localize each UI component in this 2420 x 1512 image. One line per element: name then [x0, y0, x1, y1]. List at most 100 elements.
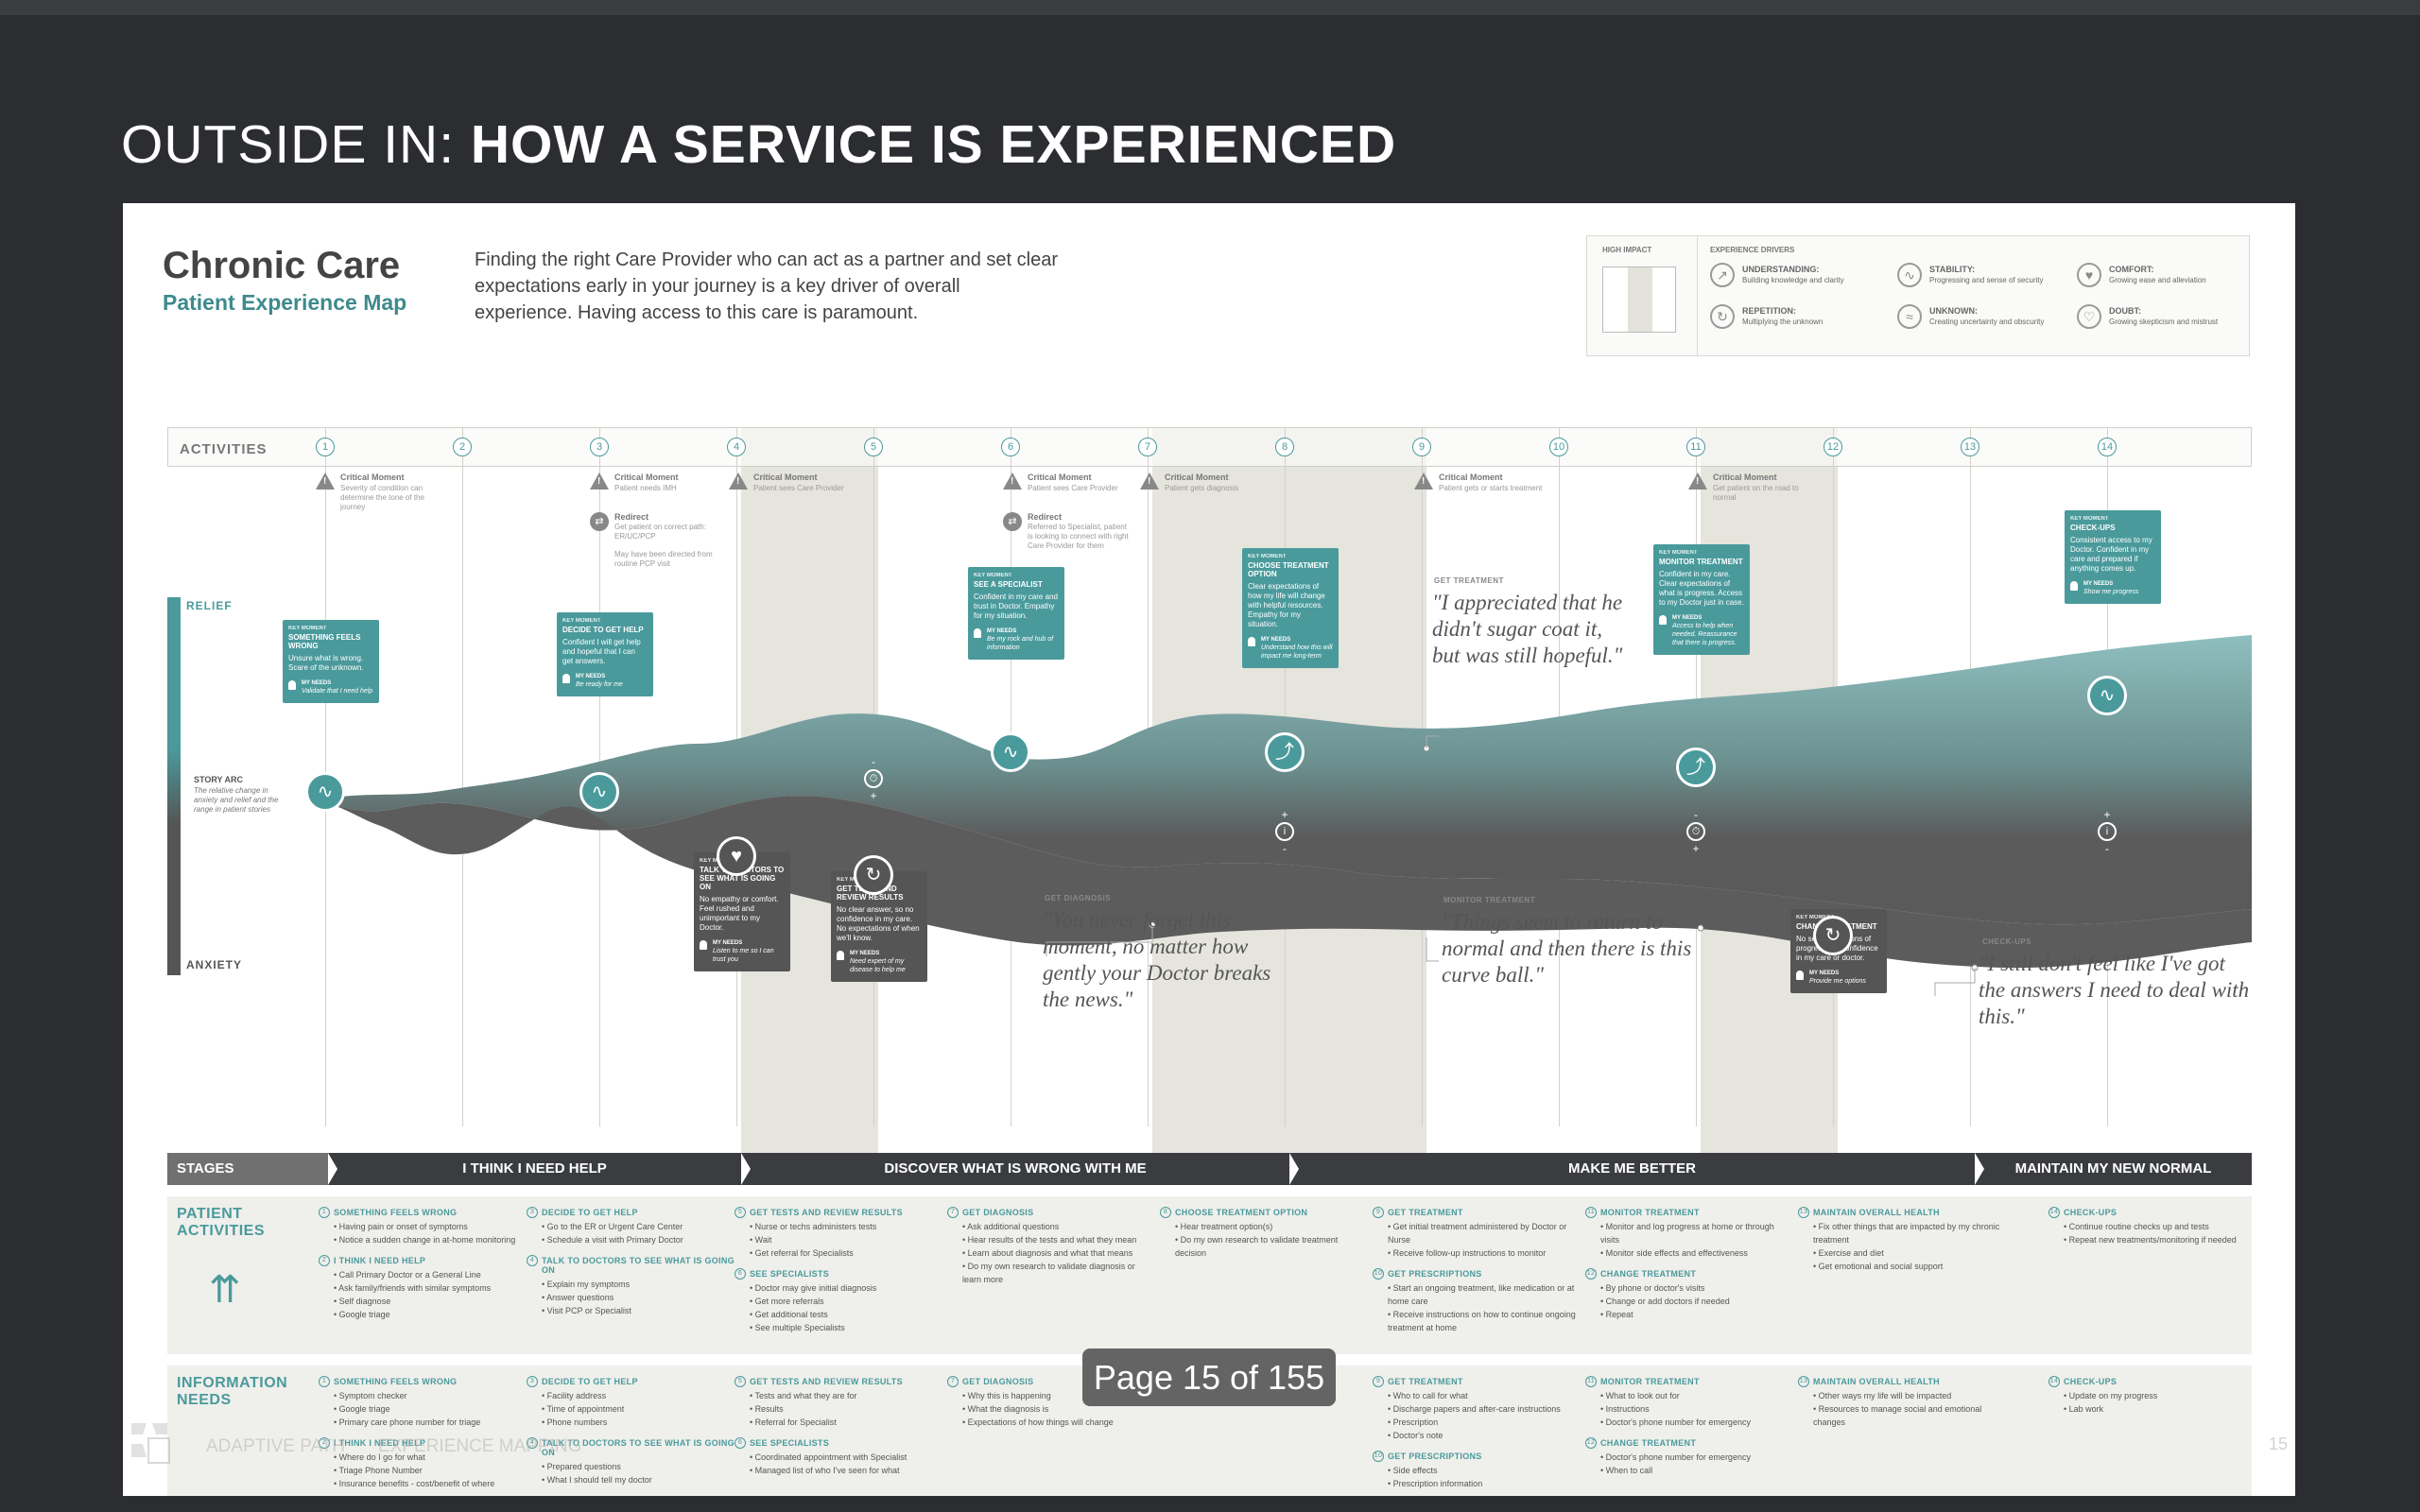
story-arc-description: The relative change in anxiety and relie… [194, 786, 279, 814]
footer-section: EXPERIENCE MAPPING [378, 1436, 582, 1456]
heart-icon: ♥ [717, 836, 756, 876]
activity-item: Who to call for what [1388, 1389, 1581, 1402]
activity-number: 10 [1549, 438, 1568, 456]
step-number: 6 [735, 1268, 746, 1280]
activity-item: Facility address [542, 1389, 735, 1402]
activity-item: Doctor's note [1388, 1429, 1581, 1442]
activity-number: 6 [1001, 438, 1020, 456]
activity-item: Symptom checker [334, 1389, 527, 1402]
pulse-icon: ∿ [305, 772, 345, 812]
activity-item: Where do I go for what [334, 1451, 527, 1464]
activity-item: Prescription information [1388, 1477, 1581, 1490]
step-number: 14 [2048, 1207, 2060, 1218]
warning-icon [729, 472, 748, 490]
step-number: 8 [1160, 1207, 1171, 1218]
activity-item: Google triage [334, 1308, 527, 1321]
quote-label: GET DIAGNOSIS [1045, 894, 1112, 902]
driver-unknown: ≈UNKNOWN:Creating uncertainty and obscur… [1897, 304, 2077, 333]
activity-item: Lab work [2064, 1402, 2256, 1416]
activity-item: Exercise and diet [1813, 1246, 2006, 1260]
slide-title-light: OUTSIDE IN: [121, 114, 471, 175]
map-subtitle: Patient Experience Map [163, 290, 407, 315]
top-bar [0, 0, 2420, 15]
activity-item: Get more referrals [750, 1295, 942, 1308]
compass-icon: ↗ [1710, 263, 1735, 287]
activity-item: Notice a sudden change in at-home monito… [334, 1233, 527, 1246]
page-indicator: Page 15 of 155 [1082, 1349, 1336, 1406]
activity-item: Repeat new treatments/monitoring if need… [2064, 1233, 2256, 1246]
step-number: 12 [1585, 1268, 1597, 1280]
information-needs-label: INFORMATION NEEDS [177, 1375, 288, 1408]
quote-get-treatment: "I appreciated that he didn't sugar coat… [1432, 591, 1623, 667]
activity-item: Triage Phone Number [334, 1464, 527, 1477]
adaptive-path-logo-icon [131, 1423, 170, 1464]
driver-stability: ∿STABILITY:Progressing and sense of secu… [1897, 263, 2077, 291]
step-number: 13 [1798, 1376, 1809, 1387]
step-number: 7 [947, 1207, 959, 1218]
stairs-icon: ⤴ [1265, 732, 1305, 772]
activity-item: Explain my symptoms [542, 1278, 735, 1291]
activity-item: Prescription [1388, 1416, 1581, 1429]
step-number: 9 [1373, 1376, 1384, 1387]
info-indicator: +i- [1273, 809, 1296, 854]
key-moment-card: KEY MOMENTTALK TO DOCTORS TO SEE WHAT IS… [694, 852, 790, 971]
activity-item: Having pain or onset of symptoms [334, 1220, 527, 1233]
activity-item: What I should tell my doctor [542, 1473, 735, 1486]
footer-brand: ADAPTIVE PATH [206, 1436, 346, 1456]
activity-item: Doctor's phone number for emergency [1600, 1451, 1793, 1464]
warning-icon [590, 472, 609, 490]
activity-number: 9 [1412, 438, 1431, 456]
stage-discover: DISCOVER WHAT IS WRONG WITH ME [884, 1160, 1147, 1177]
step-number: 6 [735, 1437, 746, 1449]
wave-icon: ∿ [991, 732, 1030, 772]
map-title: Chronic Care [163, 245, 401, 286]
info-icon: i [1275, 822, 1294, 841]
activity-item: Side effects [1388, 1464, 1581, 1477]
slide-title: OUTSIDE IN: HOW A SERVICE IS EXPERIENCED [121, 113, 1396, 176]
activity-number: 12 [1824, 438, 1842, 456]
activity-item: Insurance benefits - cost/benefit of whe… [334, 1477, 527, 1490]
activity-item: Schedule a visit with Primary Doctor [542, 1233, 735, 1246]
step-number: 11 [1585, 1207, 1597, 1218]
step-number: 9 [1373, 1207, 1384, 1218]
stage-i-think-i-need-help: I THINK I NEED HELP [462, 1160, 607, 1177]
activity-number: 11 [1686, 438, 1705, 456]
pulse-icon: ∿ [1897, 263, 1922, 287]
activity-item: Doctor may give initial diagnosis [750, 1281, 942, 1295]
refresh-icon: ↻ [1813, 916, 1853, 955]
stages-bar: STAGES I THINK I NEED HELP DISCOVER WHAT… [167, 1153, 2252, 1185]
activity-item: Results [750, 1402, 942, 1416]
activity-item: Visit PCP or Specialist [542, 1304, 735, 1317]
activity-item: Tests and what they are for [750, 1389, 942, 1402]
activity-item: Update on my progress [2064, 1389, 2256, 1402]
activities-row: ACTIVITIES [167, 427, 2252, 467]
step-number: 10 [1373, 1268, 1384, 1280]
activity-item: Get initial treatment administered by Do… [1388, 1220, 1581, 1246]
slide-title-bold: HOW A SERVICE IS EXPERIENCED [470, 114, 1397, 175]
activity-number: 14 [2098, 438, 2117, 456]
patient-activities-label: PATIENT ACTIVITIES [177, 1206, 266, 1239]
activity-item: Do my own research to validate treatment… [1175, 1233, 1368, 1260]
step-number: 1 [319, 1376, 330, 1387]
